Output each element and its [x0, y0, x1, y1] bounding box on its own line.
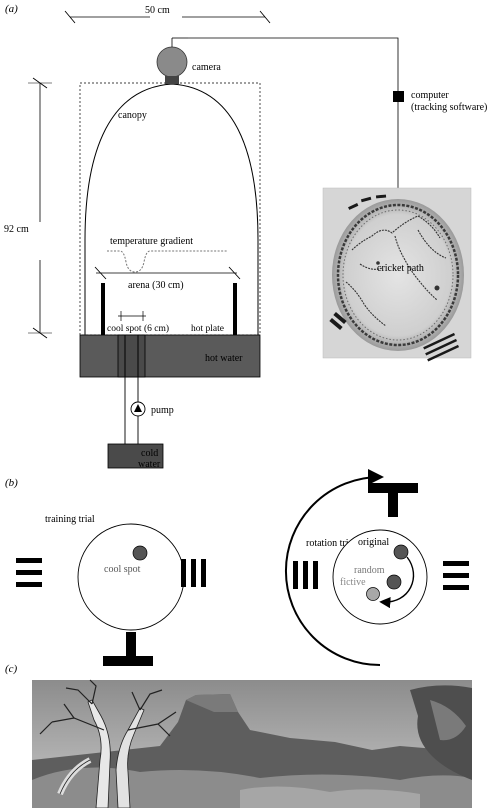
t-shape-cue-bottom [103, 632, 153, 666]
camera-cable [188, 37, 399, 188]
panel-c-label: (c) [5, 663, 18, 675]
computer-label-line1: computer [411, 90, 449, 101]
desert-landscape-photo [32, 679, 472, 808]
vertical-stripes-cue-right [181, 559, 206, 587]
cricket-path-photo [322, 187, 472, 362]
fictive-spot [366, 587, 380, 601]
panel-b-label: (b) [5, 477, 18, 489]
training-trial-label: training trial [45, 514, 95, 525]
training-arena [77, 523, 185, 631]
arena-label: arena (30 cm) [128, 280, 184, 291]
relocation-arrow [379, 556, 415, 609]
arena-wall-right [233, 283, 237, 335]
hot-water-label: hot water [205, 353, 243, 364]
hot-plate-label: hot plate [191, 324, 224, 334]
cricket-path-label: cricket path [377, 263, 424, 274]
fictive-label: fictive [340, 577, 366, 588]
random-spot [386, 574, 402, 590]
pump-icon [130, 401, 146, 417]
rotation-trial-label: rotation trial [306, 538, 356, 549]
rotation-arrow [285, 469, 384, 666]
cold-water-tank [107, 443, 164, 469]
training-cool-spot [132, 545, 148, 561]
horizontal-stripes-cue-right [443, 561, 469, 590]
computer-label-line2: (tracking software) [411, 102, 487, 113]
random-label: random [354, 565, 385, 576]
original-spot [393, 544, 409, 560]
cool-spot-label: cool spot (6 cm) [107, 323, 169, 334]
t-shape-cue-top [368, 483, 418, 517]
arena-dimension [94, 266, 241, 280]
arena-wall-left [101, 283, 105, 335]
temperature-gradient-label: temperature gradient [110, 236, 193, 247]
temperature-gradient-curve [107, 250, 228, 273]
width-dimension [64, 10, 271, 24]
canopy-label: canopy [118, 110, 147, 121]
camera-label: camera [192, 62, 221, 73]
cool-spot-column [117, 334, 146, 378]
hot-water-tank [79, 334, 261, 378]
computer-icon [393, 91, 404, 102]
cool-spot-dimension [118, 311, 146, 321]
canopy-dome [84, 83, 259, 335]
height-label: 92 cm [4, 224, 29, 235]
training-cool-spot-label: cool spot [104, 564, 141, 575]
width-label: 50 cm [145, 5, 170, 16]
height-dimension [28, 77, 52, 339]
horizontal-stripes-cue-left [16, 558, 42, 587]
panel-a-label: (a) [5, 3, 18, 15]
original-label: original [358, 537, 389, 548]
pump-label: pump [151, 405, 174, 416]
camera-icon [156, 46, 188, 84]
cold-water-label-line1: cold [141, 448, 158, 459]
vertical-stripes-cue-left [293, 561, 318, 589]
cold-water-label-line2: water [138, 459, 161, 470]
